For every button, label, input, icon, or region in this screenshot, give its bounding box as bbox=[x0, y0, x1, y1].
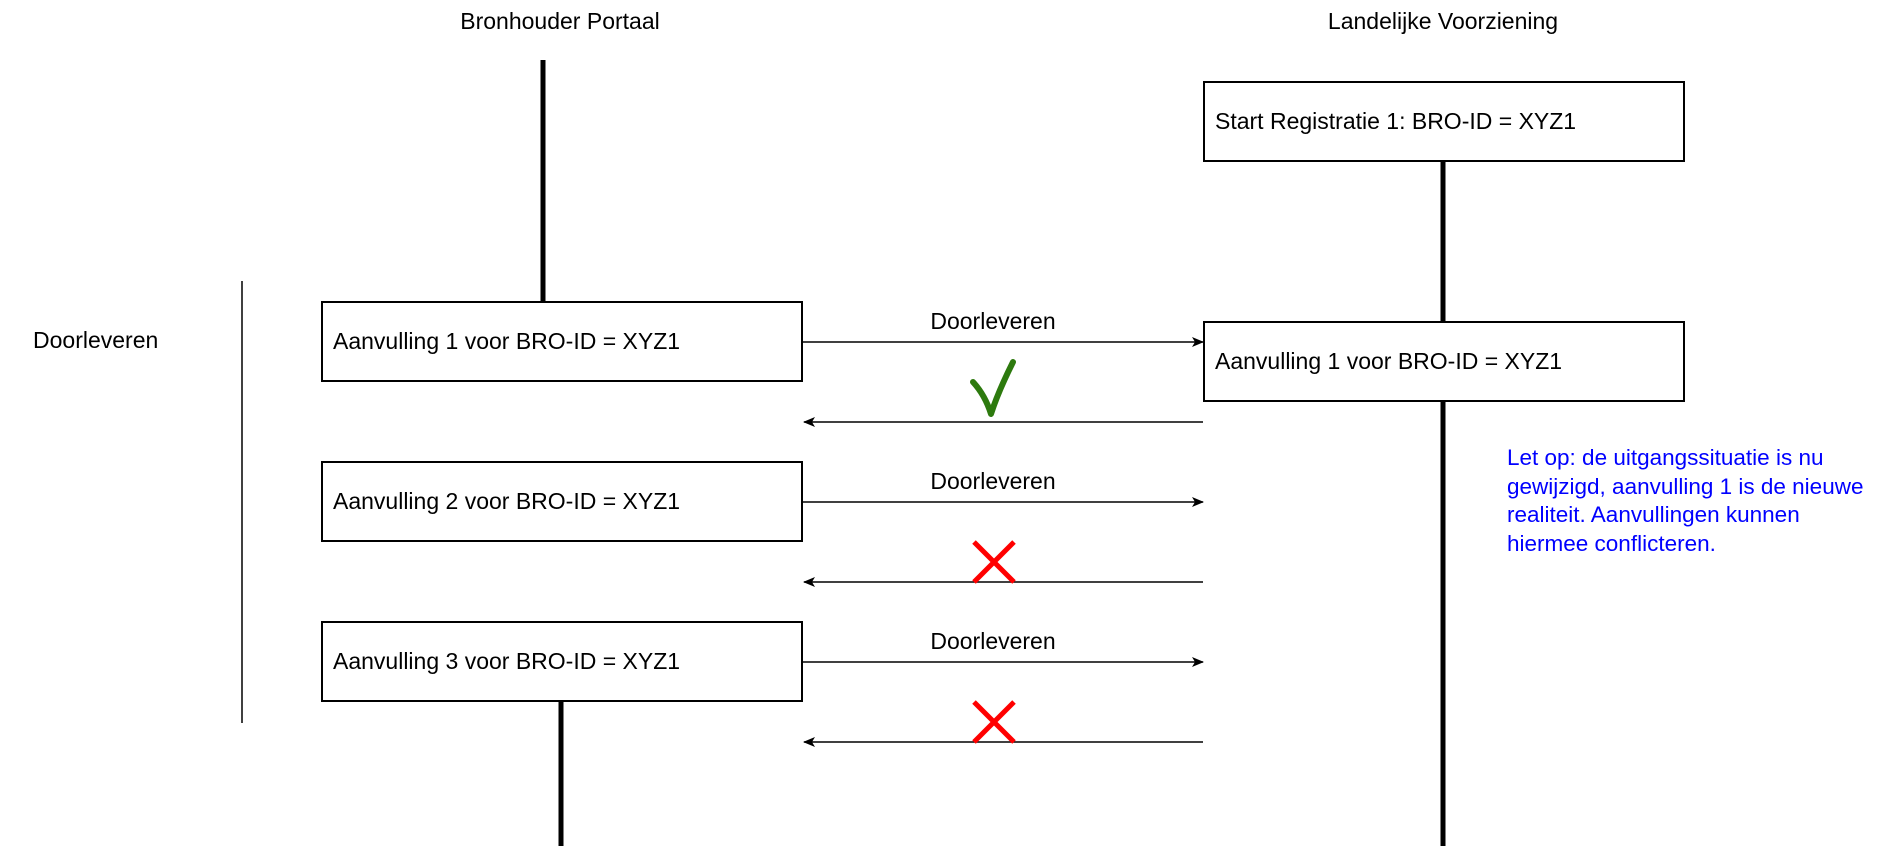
aanvulling-box-3: Aanvulling 3 voor BRO-ID = XYZ1 bbox=[321, 621, 803, 702]
start-registratie-label: Start Registratie 1: BRO-ID = XYZ1 bbox=[1215, 108, 1577, 134]
left-lane-title: Bronhouder Portaal bbox=[460, 8, 660, 34]
aanvulling-label: Aanvulling 1 voor BRO-ID = XYZ1 bbox=[333, 328, 681, 354]
section-label: Doorleveren bbox=[33, 327, 159, 353]
right-lane-title: Landelijke Voorziening bbox=[1327, 8, 1559, 34]
aanvulling-box-1: Aanvulling 1 voor BRO-ID = XYZ1 bbox=[321, 301, 803, 382]
message-label-3: Doorleveren bbox=[930, 628, 1056, 654]
right-aanvulling-box: Aanvulling 1 voor BRO-ID = XYZ1 bbox=[1203, 321, 1685, 402]
start-registratie-box: Start Registratie 1: BRO-ID = XYZ1 bbox=[1203, 81, 1685, 162]
message-label-1: Doorleveren bbox=[930, 308, 1056, 334]
right-aanvulling-label: Aanvulling 1 voor BRO-ID = XYZ1 bbox=[1215, 348, 1563, 374]
cross-icon bbox=[972, 540, 1016, 584]
check-icon bbox=[970, 359, 1016, 417]
aanvulling-label: Aanvulling 2 voor BRO-ID = XYZ1 bbox=[333, 488, 681, 514]
note-text: Let op: de uitgangssituatie is nu gewijz… bbox=[1507, 445, 1864, 556]
cross-icon bbox=[972, 700, 1016, 744]
aanvulling-label: Aanvulling 3 voor BRO-ID = XYZ1 bbox=[333, 648, 681, 674]
aanvulling-box-2: Aanvulling 2 voor BRO-ID = XYZ1 bbox=[321, 461, 803, 542]
message-label-2: Doorleveren bbox=[930, 468, 1056, 494]
